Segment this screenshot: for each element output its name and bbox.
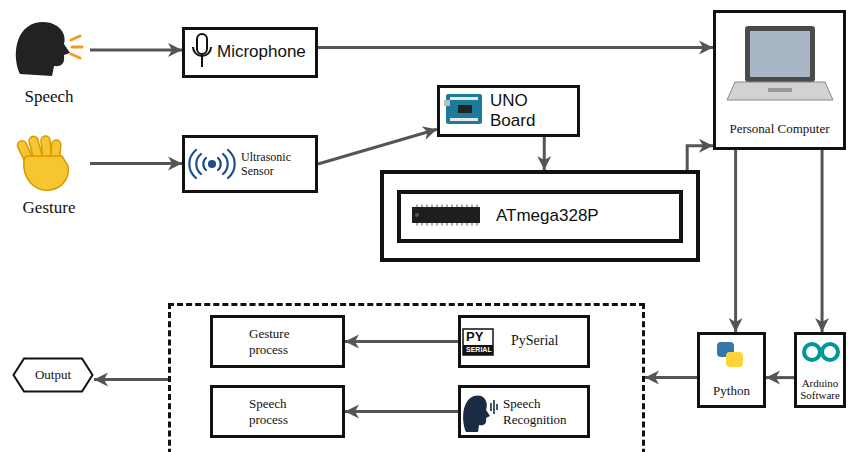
node-label: ATmega328P: [496, 206, 599, 226]
logo-text: PY: [466, 330, 483, 343]
software-box: Python: [697, 332, 766, 408]
node-label: Personal Computer: [729, 121, 829, 137]
speech-source: Speech: [8, 15, 90, 107]
flow-arrow: [318, 46, 713, 49]
sensor-box: Ultrasonic Sensor: [182, 135, 318, 193]
node-label: Ultrasonic Sensor: [241, 150, 309, 179]
node-label: PySerial: [511, 333, 558, 350]
board-box: UNO Board: [437, 85, 580, 137]
chip-icon: [412, 206, 480, 224]
flow-arrow: [645, 376, 697, 379]
node-label: Gesture: [23, 198, 76, 218]
node-label: Gesture process: [249, 326, 306, 357]
laptop-icon: [727, 26, 833, 100]
microphone-icon: [193, 34, 211, 67]
flow-arrow: [766, 376, 794, 379]
gesture-source: Gesture: [8, 130, 90, 218]
arduino-logo: [804, 344, 838, 360]
process-box: Gesture process: [210, 315, 345, 368]
speech-recognition-icon: [463, 395, 497, 432]
device-box: Microphone: [182, 27, 318, 78]
node-label: Speech: [24, 87, 73, 107]
chip-box: ATmega328P: [397, 190, 683, 243]
flow-arrow: [94, 378, 168, 381]
speaker-head-icon: [16, 22, 82, 76]
node-label: Speech process: [249, 396, 306, 427]
computer-box: Personal Computer: [713, 10, 846, 150]
flow-arrow: [90, 162, 182, 165]
flow-arrow: [345, 410, 458, 413]
hexagon-outline: [14, 359, 93, 392]
ultrasonic-icon: [189, 150, 234, 178]
flow-arrow: [90, 48, 182, 51]
flow-arrow: [821, 150, 824, 332]
flow-arrow: [345, 340, 458, 343]
node-label: Speech Recognition: [503, 396, 583, 427]
software-box: Arduino Software: [794, 332, 846, 408]
node-label: UNO Board: [490, 91, 571, 132]
pyserial-logo: [463, 329, 493, 355]
flow-arrow: [734, 150, 737, 332]
logo-text: SERIAL: [466, 346, 492, 353]
controller-frame: ATmega328P: [380, 170, 700, 262]
output-terminal: Output: [12, 357, 94, 393]
flow-arrow: [687, 146, 713, 170]
node-label: Python: [713, 383, 750, 399]
processing-group: Gesture process PySerialSpeech process Spe…: [168, 303, 645, 452]
flow-arrow: [543, 137, 546, 170]
library-box: Speech Recognition: [458, 385, 590, 438]
node-label: Output: [35, 367, 71, 383]
node-label: Microphone: [217, 42, 306, 62]
node-label: Arduino Software: [798, 377, 842, 401]
waving-hand-icon: [16, 135, 68, 190]
process-box: Speech process: [210, 385, 345, 438]
python-logo: [717, 342, 743, 367]
flow-arrow: [318, 129, 437, 164]
arduino-board-icon: [444, 94, 482, 124]
